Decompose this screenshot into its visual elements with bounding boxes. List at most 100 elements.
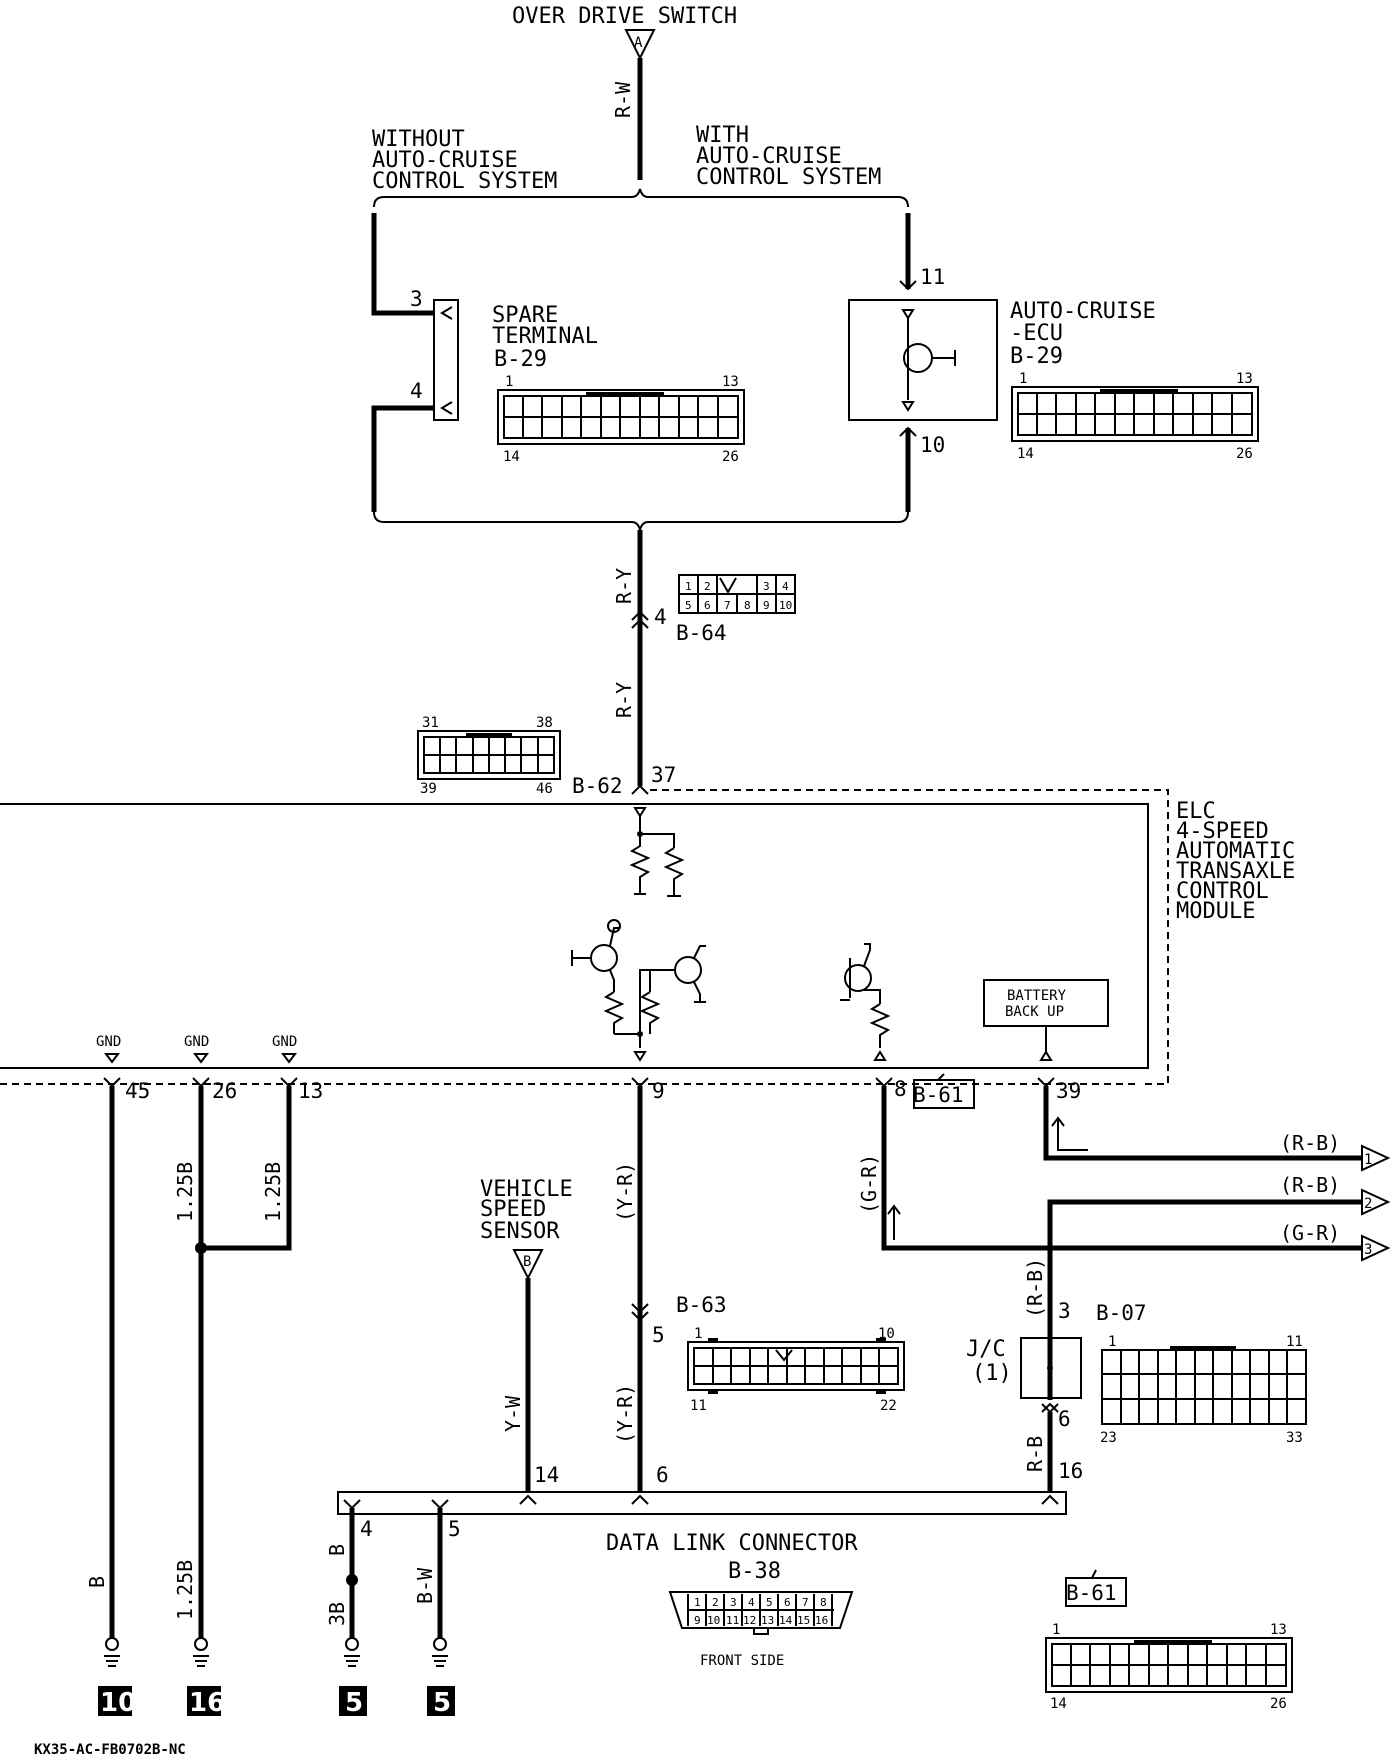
ground-point-10: 10 (98, 1686, 136, 1718)
svg-text:39: 39 (420, 781, 437, 797)
svg-text:13: 13 (1236, 371, 1253, 387)
dlc-pin-5: 5 (448, 1517, 461, 1541)
diagram-code: KX35-AC-FB0702B-NC (34, 1742, 186, 1758)
auto-cruise-ecu-component (848, 299, 998, 421)
dlc-conn: B-38 (728, 1559, 781, 1584)
pin-8: 8 (894, 1077, 907, 1101)
dlc-pin-14: 14 (534, 1463, 559, 1487)
jc-pin-3: 3 (1058, 1299, 1071, 1323)
svg-text:22: 22 (880, 1398, 897, 1414)
svg-text:B-61: B-61 (913, 1083, 964, 1107)
svg-text:1: 1 (505, 374, 513, 390)
svg-text:9: 9 (763, 599, 770, 612)
svg-text:B-29: B-29 (1010, 344, 1063, 369)
wire-color-125b-26: 1.25B (173, 1162, 197, 1222)
svg-text:46: 46 (536, 781, 553, 797)
svg-text:7: 7 (802, 1596, 809, 1609)
module-input-circuit (629, 807, 685, 897)
svg-text:16: 16 (815, 1614, 828, 1627)
branch-without-label: WITHOUT AUTO-CRUISE CONTROL SYSTEM (372, 127, 557, 194)
svg-text:TRANSAXLE: TRANSAXLE (1176, 859, 1295, 884)
svg-text:15: 15 (797, 1614, 810, 1627)
wire-color-125b-lower: 1.25B (173, 1560, 197, 1620)
ground-point-16: 16 (187, 1686, 225, 1718)
wire-color-y-w: Y-W (501, 1395, 525, 1432)
svg-text:1: 1 (1108, 1334, 1116, 1350)
svg-text:VEHICLE: VEHICLE (480, 1177, 573, 1202)
connector-b07: 1 11 23 33 (1100, 1334, 1307, 1446)
b64-pin-4: 4 (654, 605, 667, 629)
vehicle-speed-sensor-label: VEHICLE SPEED SENSOR (480, 1177, 573, 1244)
svg-text:38: 38 (536, 715, 553, 731)
b63-pin-5: 5 (652, 1323, 665, 1347)
dlc-pin-16: 16 (1058, 1459, 1083, 1483)
svg-text:33: 33 (1286, 1430, 1303, 1446)
connector-b38: 1 2 3 4 5 6 7 8 9 10 11 12 13 14 15 16 (668, 1591, 854, 1635)
svg-text:AUTO-CRUISE: AUTO-CRUISE (372, 148, 518, 173)
over-drive-switch-connector: A (624, 29, 656, 61)
svg-text:5: 5 (345, 1688, 363, 1718)
svg-text:8: 8 (744, 599, 751, 612)
connector-b63: 1 10 11 22 (687, 1326, 905, 1414)
svg-text:10: 10 (100, 1688, 136, 1718)
svg-text:6: 6 (704, 599, 711, 612)
svg-text:CONTROL: CONTROL (1176, 879, 1269, 904)
svg-text:14: 14 (1017, 446, 1034, 462)
svg-text:14: 14 (503, 449, 520, 465)
svg-text:SENSOR: SENSOR (480, 1219, 560, 1244)
wire-color-b-45: B (85, 1576, 109, 1588)
svg-text:23: 23 (1100, 1430, 1117, 1446)
spare-pin-3: 3 (410, 287, 423, 311)
svg-text:2: 2 (712, 1596, 719, 1609)
svg-text:GND: GND (184, 1034, 209, 1050)
dlc-pin-4: 4 (360, 1517, 373, 1541)
svg-text:A: A (634, 35, 643, 51)
svg-text:1: 1 (1019, 371, 1027, 387)
svg-text:10: 10 (779, 599, 792, 612)
module-output-circuit (840, 943, 891, 1061)
svg-text:-ECU: -ECU (1010, 321, 1063, 346)
output-1: (R-B) 1 (1280, 1131, 1391, 1172)
svg-text:10: 10 (707, 1614, 720, 1627)
gnd-labels: GND GND GND (96, 1034, 297, 1064)
svg-text:11: 11 (690, 1398, 707, 1414)
pin-26: 26 (212, 1079, 237, 1103)
svg-text:GND: GND (96, 1034, 121, 1050)
svg-text:14: 14 (1050, 1696, 1067, 1712)
jc-pin-6: 6 (1058, 1407, 1071, 1431)
wire-color-b-dlc4: B (325, 1544, 349, 1556)
b62-label: B-62 (572, 774, 623, 798)
svg-text:3: 3 (730, 1596, 737, 1609)
svg-text:SPEED: SPEED (480, 1197, 546, 1222)
svg-text:6: 6 (784, 1596, 791, 1609)
svg-text:J/C: J/C (966, 1337, 1006, 1362)
svg-text:4: 4 (748, 1596, 755, 1609)
spare-pin-4: 4 (410, 379, 423, 403)
svg-text:5: 5 (766, 1596, 773, 1609)
svg-text:WITHOUT: WITHOUT (372, 127, 465, 152)
svg-text:AUTO-CRUISE: AUTO-CRUISE (696, 144, 842, 169)
svg-text:(R-B): (R-B) (1280, 1173, 1340, 1197)
auto-cruise-ecu-label: AUTO-CRUISE -ECU B-29 (1010, 299, 1156, 369)
svg-text:1: 1 (1052, 1622, 1060, 1638)
module-box (0, 789, 1169, 1085)
svg-text:BACK UP: BACK UP (1005, 1004, 1064, 1020)
connector-b29-ecu: 1 13 14 26 (1011, 371, 1259, 462)
svg-text:1: 1 (694, 1326, 702, 1342)
connector-b61: B-61 1 13 14 26 (1045, 1569, 1293, 1712)
svg-text:31: 31 (422, 715, 439, 731)
wire-color-r-y-lower: R-Y (612, 682, 636, 718)
ground-symbols (104, 1637, 448, 1667)
wire-color-r-y-upper: R-Y (612, 568, 636, 604)
svg-text:26: 26 (722, 449, 739, 465)
connector-b64: 1 2 3 4 5 6 7 8 9 10 (678, 574, 796, 614)
svg-text:7: 7 (724, 599, 731, 612)
svg-text:11: 11 (726, 1614, 739, 1627)
svg-text:5: 5 (685, 599, 692, 612)
svg-text:8: 8 (820, 1596, 827, 1609)
svg-text:1: 1 (1364, 1152, 1372, 1168)
svg-text:16: 16 (189, 1688, 225, 1718)
svg-text:2: 2 (704, 580, 711, 593)
svg-text:CONTROL SYSTEM: CONTROL SYSTEM (696, 165, 881, 190)
